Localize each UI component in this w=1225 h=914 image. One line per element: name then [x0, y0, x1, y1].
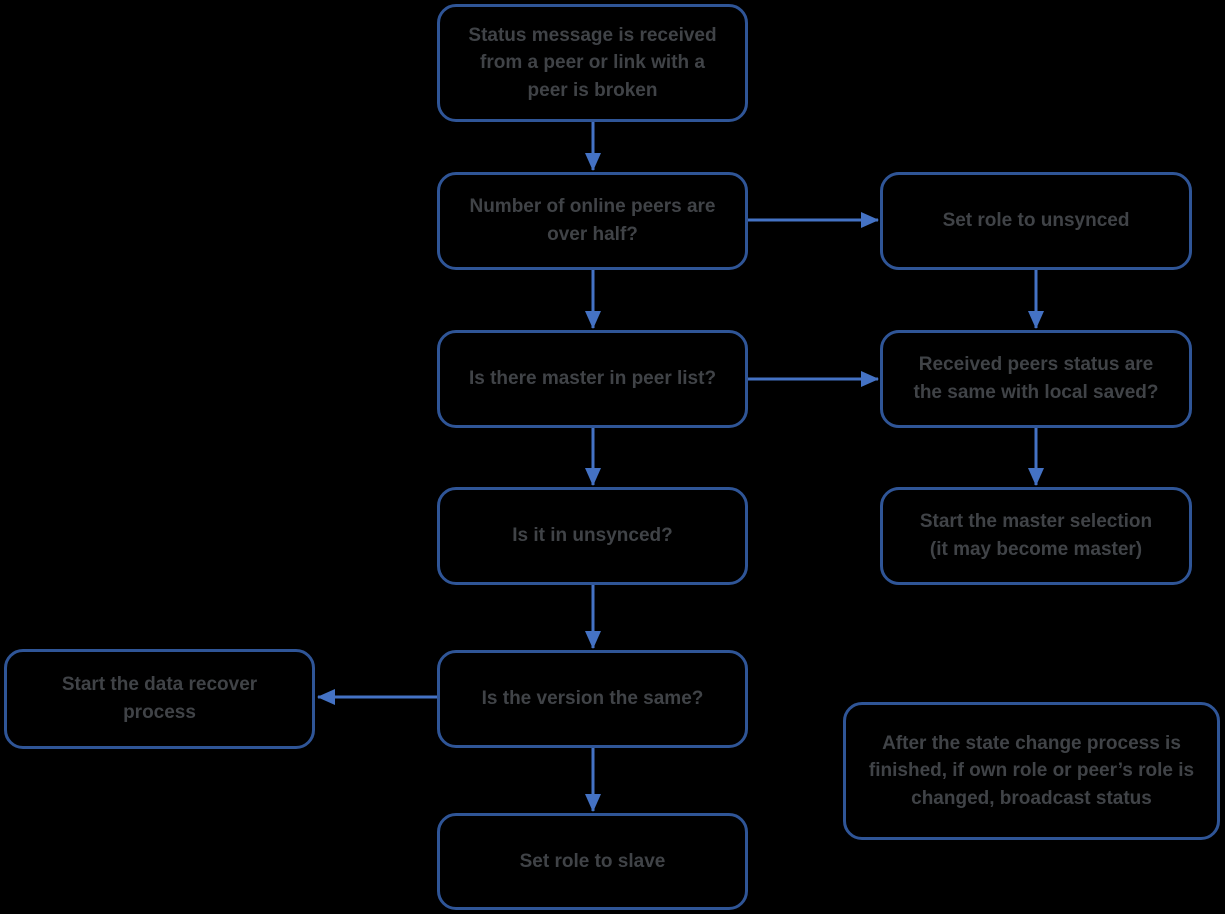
node-status-received: Status message is received from a peer o… [437, 4, 748, 122]
node-version-same: Is the version the same? [437, 650, 748, 748]
node-peers-over-half: Number of online peers are over half? [437, 172, 748, 270]
node-broadcast-note-label: After the state change process is finish… [868, 732, 1195, 809]
node-start-master-selection-label: Start the master selection (it may becom… [919, 511, 1153, 560]
node-is-it-unsynced: Is it in unsynced? [437, 487, 748, 585]
node-peers-over-half-label: Number of online peers are over half? [469, 196, 716, 245]
node-is-it-unsynced-label: Is it in unsynced? [512, 525, 673, 547]
node-received-status-same-label: Received peers status are the same with … [913, 354, 1159, 403]
node-master-in-peer-list-label: Is there master in peer list? [468, 368, 717, 390]
node-set-role-slave-label: Set role to slave [519, 850, 666, 872]
node-version-same-label: Is the version the same? [481, 688, 704, 710]
node-status-received-label: Status message is received from a peer o… [468, 24, 717, 101]
node-broadcast-note: After the state change process is finish… [843, 702, 1220, 840]
node-set-role-slave: Set role to slave [437, 813, 748, 910]
node-start-data-recover-label: Start the data recover process [61, 674, 258, 723]
node-start-master-selection: Start the master selection (it may becom… [880, 487, 1192, 585]
node-received-status-same: Received peers status are the same with … [880, 330, 1192, 428]
node-master-in-peer-list: Is there master in peer list? [437, 330, 748, 428]
node-set-role-unsynced: Set role to unsynced [880, 172, 1192, 270]
node-set-role-unsynced-label: Set role to unsynced [942, 210, 1130, 232]
node-start-data-recover: Start the data recover process [4, 649, 315, 749]
